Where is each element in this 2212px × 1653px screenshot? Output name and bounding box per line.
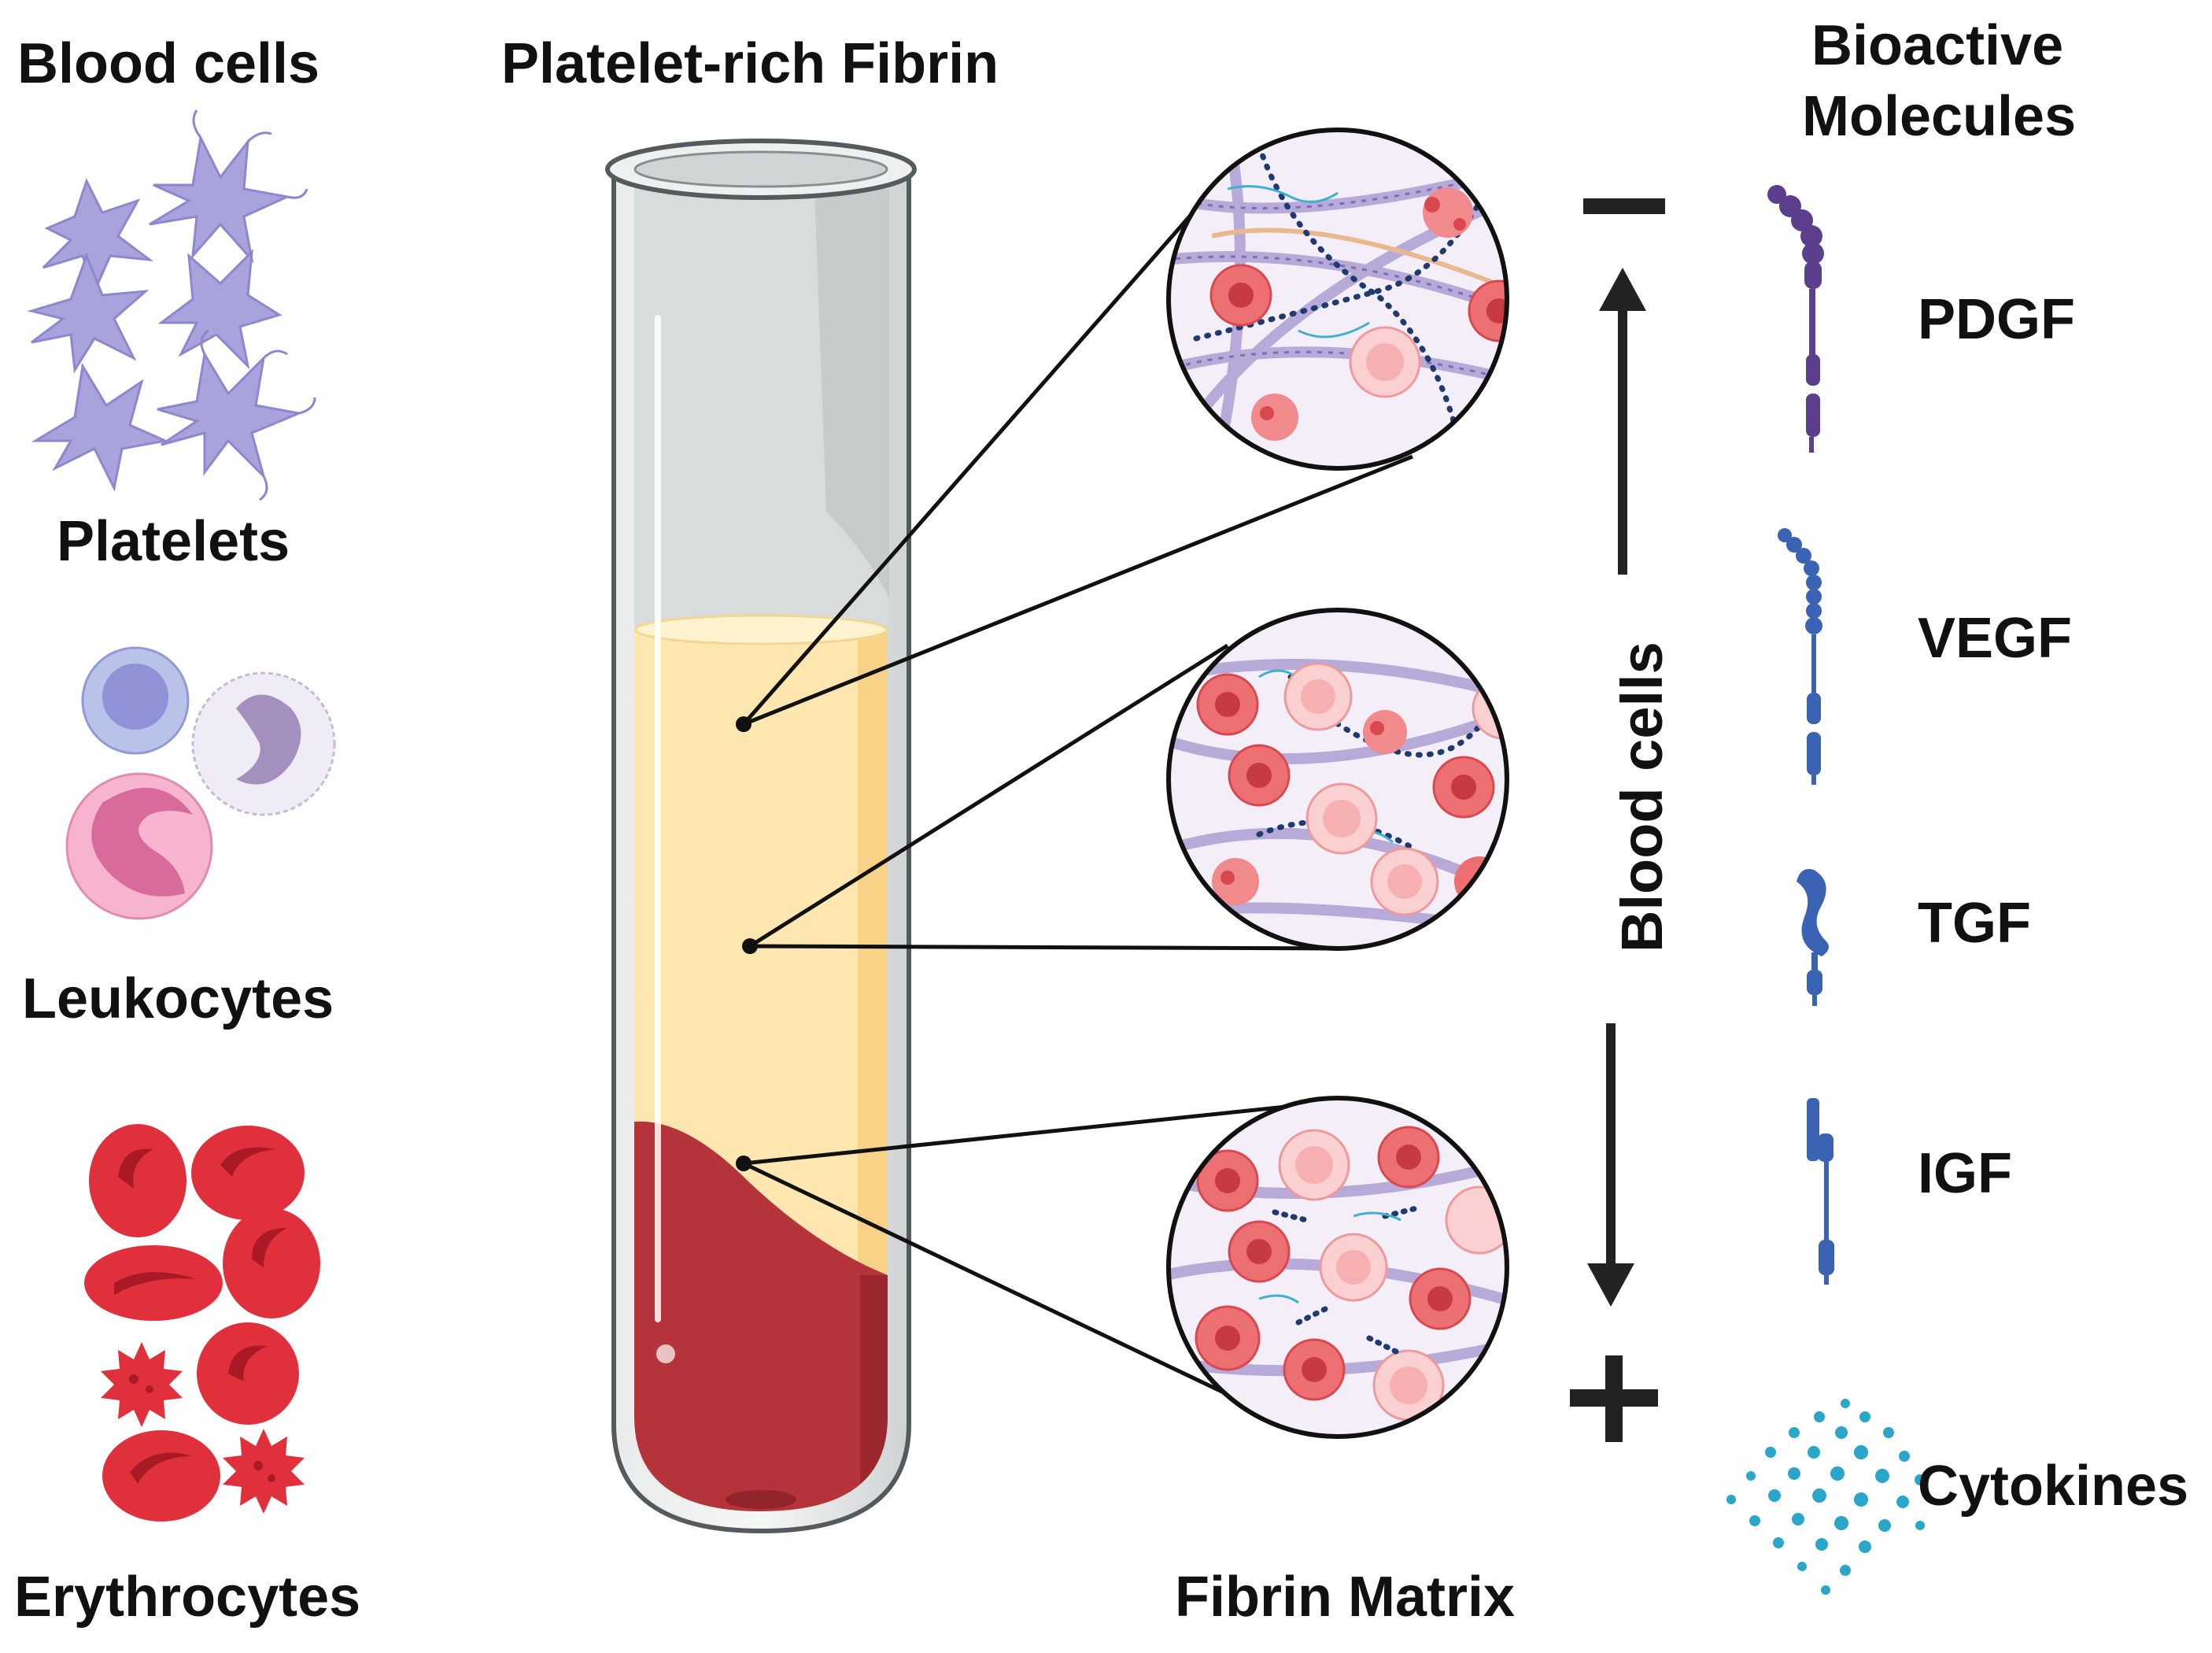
erythrocyte-cell (223, 1208, 320, 1318)
erythrocytes-illustration (84, 1124, 320, 1522)
echinocyte-cell (101, 1342, 183, 1427)
right-column-title-line1: Bioactive (1811, 14, 2064, 77)
platelets-illustration (27, 109, 316, 501)
minus-sign (1583, 198, 1665, 214)
cytokines-label: Cytokines (1918, 1455, 2189, 1518)
tube-title: Platelet-rich Fibrin (501, 32, 999, 95)
arrow-down-icon (1587, 1263, 1634, 1307)
gradient-indicator (1570, 198, 1665, 1442)
arrow-up-icon (1599, 268, 1646, 311)
zoom-view-bottom (1166, 1096, 1509, 1439)
erythrocytes-label: Erythrocytes (14, 1566, 361, 1629)
pdgf-label: PDGF (1918, 288, 2076, 351)
igf-molecule-icon (1807, 1098, 1834, 1285)
left-column-title: Blood cells (17, 32, 320, 95)
platelets-label: Platelets (57, 510, 290, 573)
erythrocyte-cell (102, 1430, 220, 1522)
vegf-molecule-icon (1778, 528, 1822, 785)
platelet-cell (149, 109, 308, 264)
sample-point-plasma-upper (736, 716, 751, 732)
erythrocyte-cell (84, 1245, 223, 1321)
leukocytes-label: Leukocytes (22, 967, 334, 1030)
pdgf-molecule-icon (1767, 185, 1824, 453)
plasma-meniscus (633, 614, 888, 645)
zoom-connectors (742, 172, 1413, 1419)
vegf-label: VEGF (1918, 607, 2073, 670)
platelet-cell (31, 362, 170, 492)
sample-points (736, 716, 758, 1171)
lymphocyte-cell (81, 646, 190, 755)
erythrocyte-cell (89, 1124, 186, 1237)
red-cell-layer (634, 1121, 888, 1511)
neutrophil-cell (65, 772, 213, 920)
erythrocyte-cell (191, 1126, 305, 1220)
tgf-label: TGF (1918, 892, 2031, 955)
leukocytes-illustration (65, 646, 336, 920)
sample-point-red-layer (736, 1156, 751, 1171)
platelet-cell (157, 329, 316, 501)
gradient-label: Blood cells (1609, 642, 1675, 952)
monocyte-cell (191, 671, 336, 816)
sample-point-plasma-middle (742, 938, 758, 954)
right-column-title-line2: Molecules (1802, 85, 2077, 148)
cytokines-dots-icon (1726, 1399, 1926, 1595)
platelet-cell (42, 178, 154, 295)
fibrin-matrix-label: Fibrin Matrix (1175, 1566, 1516, 1629)
test-tube (605, 139, 917, 1534)
echinocyte-cell (223, 1429, 305, 1514)
zoom-view-top (1166, 128, 1509, 471)
igf-label: IGF (1918, 1142, 2012, 1205)
zoom-view-middle (1166, 608, 1509, 951)
platelet-cell (27, 252, 150, 374)
platelet-cell (157, 249, 283, 370)
tgf-molecule-icon (1797, 869, 1829, 1006)
erythrocyte-cell (197, 1322, 299, 1425)
plus-sign-vertical (1605, 1355, 1623, 1442)
